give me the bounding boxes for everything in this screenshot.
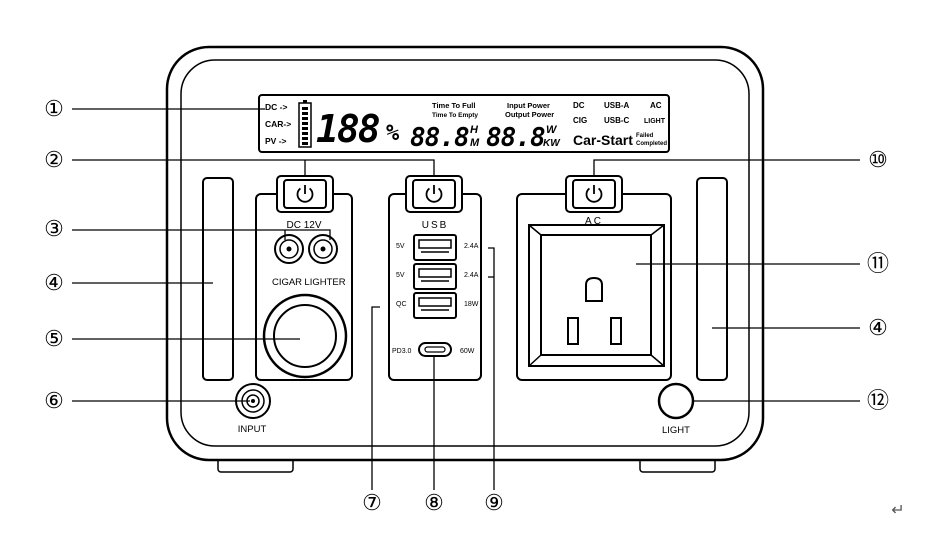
left-handle-slot (202, 177, 234, 381)
callout-10: ⑩ (868, 148, 888, 173)
callout-leader-lines (72, 108, 860, 490)
usb-a-port-qc[interactable] (413, 292, 457, 319)
usb-power-button[interactable] (405, 175, 463, 213)
callout-7: ⑦ (362, 491, 382, 516)
battery-icon (298, 100, 312, 148)
lcd-percent-unit: % (386, 121, 400, 146)
dc-panel: DC 12V CIGAR LIGHTER (255, 193, 353, 381)
lcd-display: DC -> CAR-> PV -> 188 % Time To Full Tim… (258, 94, 670, 153)
typec-power: 60W (460, 348, 475, 355)
usb-title: USB (422, 220, 449, 231)
lighter-label: LIGHTER (304, 277, 345, 288)
lcd-ind-ac: AC (650, 101, 662, 110)
ac-power-button[interactable] (565, 175, 623, 213)
lcd-input-power: Input Power (507, 101, 550, 110)
ac-outlet[interactable] (528, 224, 665, 367)
usb-port2-voltage: 5V (396, 272, 405, 279)
lcd-ind-usb-a: USB-A (604, 101, 630, 110)
callout-5: ⑤ (44, 327, 64, 352)
usb-port1-current: 2.4A (464, 243, 479, 250)
typec-protocol: PD3.0 (392, 348, 412, 355)
lcd-source-dc: DC -> (265, 102, 287, 112)
usb-a-port-1[interactable] (413, 234, 457, 261)
callout-8: ⑧ (424, 491, 444, 516)
callout-3: ③ (44, 217, 64, 242)
input-label: INPUT (238, 424, 267, 435)
usb-panel: USB 5V 2.4A 5V 2.4A QC 18W PD3.0 60W (388, 193, 482, 381)
usb-port3-power: 18W (464, 301, 479, 308)
callout-11: ⑪ (867, 252, 889, 277)
dc-port-left[interactable] (274, 234, 304, 264)
light-button[interactable] (657, 382, 695, 420)
lcd-ind-dc: DC (573, 101, 585, 110)
input-port[interactable] (235, 383, 271, 419)
lcd-ind-cig: CIG (573, 116, 587, 125)
cigar-lighter-socket[interactable] (262, 293, 348, 379)
callout-1: ① (44, 97, 64, 122)
callout-9: ⑨ (484, 491, 504, 516)
lcd-ind-usb-c: USB-C (604, 116, 630, 125)
usb-port3-type: QC (396, 301, 407, 308)
lcd-power-unit-w: W (546, 124, 558, 136)
callout-2: ② (44, 148, 64, 173)
dc-12v-label: DC 12V (286, 220, 321, 231)
lcd-source-car: CAR-> (265, 119, 291, 129)
return-mark: ↵ (891, 502, 904, 519)
power-icon (296, 185, 314, 203)
lcd-percent-digits: 188 (316, 107, 380, 151)
usb-port2-current: 2.4A (464, 272, 479, 279)
lcd-time-to-empty: Time To Empty (432, 112, 478, 119)
callout-6: ⑥ (44, 389, 64, 414)
callout-12: ⑫ (867, 389, 889, 414)
right-handle-slot (696, 177, 728, 381)
lcd-completed: Completed (636, 141, 667, 147)
lcd-car-start: Car-Start (573, 132, 633, 148)
lcd-time-to-full: Time To Full (432, 101, 475, 110)
ac-title: AC (585, 216, 603, 227)
light-label: LIGHT (662, 425, 690, 436)
usb-port1-voltage: 5V (396, 243, 405, 250)
lcd-failed: Failed (636, 133, 654, 139)
callout-4-right: ④ (868, 316, 888, 341)
lcd-time-unit-m: M (470, 137, 480, 149)
ac-panel: AC (516, 193, 672, 381)
dc-port-right[interactable] (308, 234, 338, 264)
usb-a-port-2[interactable] (413, 263, 457, 290)
lcd-source-pv: PV -> (265, 136, 287, 146)
lcd-output-power: Output Power (505, 110, 554, 119)
dc-power-button[interactable] (276, 175, 334, 213)
callout-4-left: ④ (44, 271, 64, 296)
lcd-time-unit-h: H (470, 124, 479, 136)
usb-c-port[interactable] (418, 342, 452, 357)
power-icon (425, 185, 443, 203)
lcd-power-digits: 88.8 (486, 123, 545, 153)
cigar-label: CIGAR (272, 277, 302, 288)
lcd-ind-light: LIGHT (644, 118, 666, 125)
lcd-power-unit-kw: KW (543, 138, 561, 149)
power-icon (585, 185, 603, 203)
lcd-time-digits: 88.8 (410, 123, 469, 153)
